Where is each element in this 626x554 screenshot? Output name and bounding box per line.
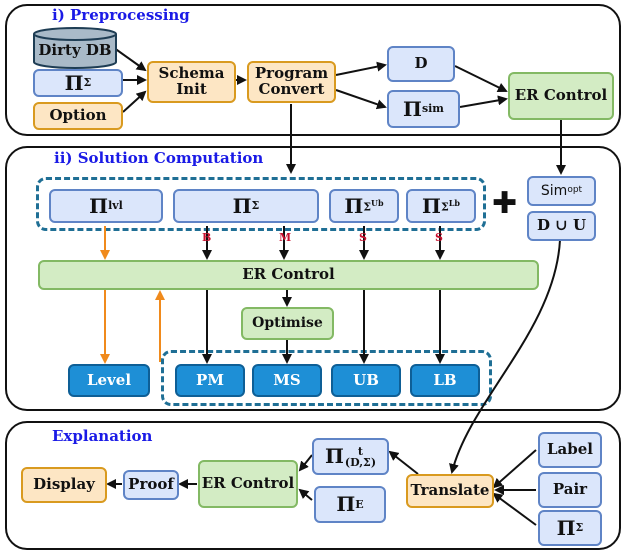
- opt-subscript: opt: [567, 185, 583, 196]
- preprocessing-title: i) Preprocessing: [52, 6, 190, 24]
- er-control-solution: ER Control: [38, 260, 539, 290]
- preprocessing-section: [5, 4, 621, 136]
- sigma-ub-subscript: ΣUb: [363, 197, 384, 214]
- edge-pisim-er: [459, 95, 508, 108]
- edge-label-s-lb: S: [435, 231, 443, 244]
- edge-d-er: [454, 65, 508, 92]
- edge-program-pisim: [335, 89, 387, 110]
- pi-symbol: Π: [64, 70, 84, 95]
- schema-init-box: Schema Init: [147, 61, 236, 103]
- d-box: D: [387, 46, 455, 82]
- solution-title: ii) Solution Computation: [54, 149, 264, 167]
- edge-label-b: B: [202, 231, 212, 244]
- edge-label-m: M: [279, 231, 292, 244]
- option-box: Option: [33, 102, 123, 130]
- edge-program-d: [335, 61, 387, 76]
- solution-section: [5, 146, 621, 411]
- sigma-subscript: Σ: [575, 521, 584, 535]
- edge-dunion-translate: [449, 239, 561, 474]
- ub-box: UB: [331, 364, 401, 397]
- sigma-subscript: Σ: [83, 76, 92, 90]
- ms-box: MS: [252, 364, 322, 397]
- translate-box: Translate: [406, 474, 494, 508]
- rule-programs-group: [36, 177, 486, 231]
- e-subscript: E: [355, 497, 364, 511]
- result-programs-group: [161, 350, 492, 406]
- lvl-superscript: lvl: [108, 199, 123, 213]
- level-box: Level: [68, 364, 150, 397]
- pair-box: Pair: [538, 472, 602, 508]
- edge-translate-pit: [388, 450, 419, 475]
- sim-superscript: sim: [421, 102, 444, 116]
- edge-pit-er: [298, 454, 313, 472]
- explanation-title: Explanation: [52, 427, 153, 445]
- pi-symbol: Π: [344, 193, 364, 218]
- sigma-lb-subscript: ΣLb: [440, 197, 460, 214]
- pi-symbol: Π: [422, 193, 441, 218]
- optimise-box: Optimise: [241, 307, 334, 340]
- pi-symbol: Π: [89, 193, 109, 218]
- edge-option-schema: [122, 90, 147, 113]
- edge-pisigma-translate: [492, 492, 537, 526]
- sim-label: Sim: [540, 182, 568, 199]
- display-box: Display: [21, 467, 107, 503]
- lb-box: LB: [410, 364, 480, 397]
- pi-symbol: Π: [232, 193, 252, 218]
- dirty-db-label: Dirty DB: [38, 41, 112, 60]
- edge-label-s-ub: S: [359, 231, 367, 244]
- er-control-preprocessing: ER Control: [508, 72, 614, 120]
- sigma-subscript: Σ: [251, 199, 260, 213]
- pi-symbol: Π: [556, 515, 576, 540]
- edge-label-translate: [492, 449, 537, 489]
- pi-symbol: Π: [324, 444, 344, 468]
- edge-pie-er: [298, 488, 313, 501]
- pi-symbol: Π: [403, 96, 422, 121]
- er-control-explanation: ER Control: [198, 460, 298, 508]
- explanation-section: [5, 421, 621, 550]
- d-sigma-subscript: (D,Σ): [344, 455, 377, 469]
- proof-box: Proof: [123, 470, 179, 500]
- pi-symbol: Π: [336, 492, 356, 516]
- d-union-u-box: D ∪ U: [527, 211, 596, 241]
- t-superscript: t: [357, 444, 363, 458]
- program-convert-box: Program Convert: [247, 61, 336, 103]
- label-box: Label: [538, 432, 602, 468]
- plus-icon: ✚: [492, 186, 518, 221]
- pm-box: PM: [175, 364, 245, 397]
